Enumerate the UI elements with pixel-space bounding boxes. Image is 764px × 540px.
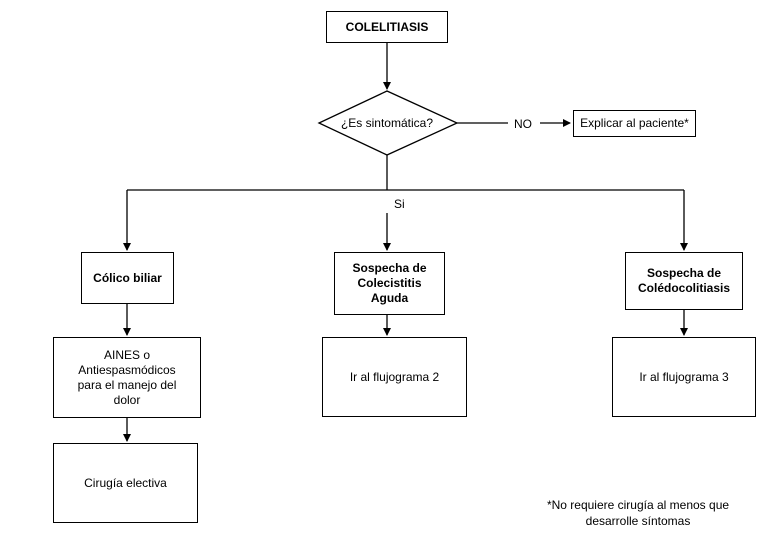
node-colelitiasis: COLELITIASIS: [326, 11, 448, 43]
decision-label: ¿Es sintomática?: [340, 116, 434, 130]
node-colecistitis: Sospecha de Colecistitis Aguda: [334, 252, 445, 315]
node-explicar: Explicar al paciente*: [573, 110, 696, 137]
node-cirugia-electiva-label: Cirugía electiva: [84, 475, 167, 490]
footnote: *No requiere cirugía al menos que desarr…: [546, 498, 730, 528]
node-flujograma-3: Ir al flujograma 3: [612, 337, 756, 417]
node-coledocolitiasis-label: Sospecha de Colédocolitiasis: [637, 266, 731, 295]
si-label: Si: [394, 197, 405, 211]
node-flujograma-3-label: Ir al flujograma 3: [639, 369, 729, 384]
node-colelitiasis-label: COLELITIASIS: [345, 19, 429, 34]
node-coledocolitiasis: Sospecha de Colédocolitiasis: [625, 252, 743, 310]
node-aines-label: AINES o Antiespasmódicos para el manejo …: [77, 347, 177, 407]
node-flujograma-2-label: Ir al flujograma 2: [349, 369, 440, 384]
node-flujograma-2: Ir al flujograma 2: [322, 337, 467, 417]
node-colecistitis-label: Sospecha de Colecistitis Aguda: [352, 261, 427, 305]
no-label: NO: [514, 117, 532, 131]
node-colico-biliar: Cólico biliar: [81, 252, 174, 304]
node-colico-biliar-label: Cólico biliar: [93, 270, 162, 285]
node-cirugia-electiva: Cirugía electiva: [53, 443, 198, 523]
node-explicar-label: Explicar al paciente*: [580, 116, 689, 130]
node-aines: AINES o Antiespasmódicos para el manejo …: [53, 337, 201, 418]
